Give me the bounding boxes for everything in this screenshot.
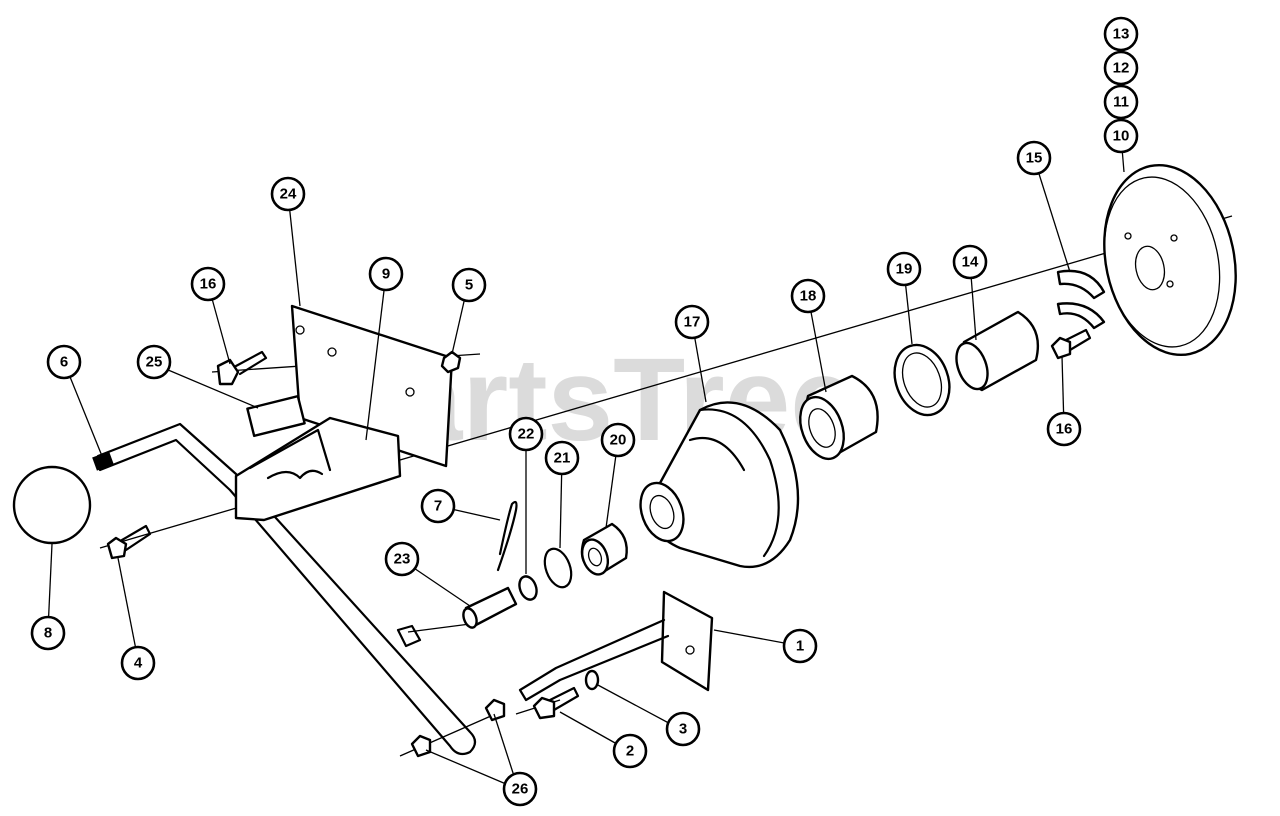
- callout-16-left: 16: [190, 266, 226, 302]
- sleeve-14: [955, 310, 1040, 392]
- bolt-2: [532, 686, 580, 720]
- svg-text:14: 14: [962, 254, 979, 271]
- svg-text:5: 5: [465, 277, 473, 294]
- svg-text:15: 15: [1026, 150, 1043, 167]
- shift-rod: [518, 590, 714, 702]
- svg-text:12: 12: [1113, 60, 1130, 77]
- callout-26: 26: [502, 771, 538, 807]
- shift-lever: [92, 422, 477, 756]
- shift-bracket: [234, 416, 402, 522]
- callout-10: 10: [1103, 118, 1139, 154]
- svg-text:16: 16: [200, 276, 217, 293]
- callout-11: 11: [1103, 84, 1139, 120]
- callout-13: 13: [1103, 16, 1139, 52]
- svg-text:21: 21: [554, 450, 571, 467]
- callout-16-right: 16: [1046, 411, 1082, 447]
- callout-15: 15: [1016, 140, 1052, 176]
- callout-2: 2: [612, 733, 648, 769]
- snap-ring-22: [518, 575, 538, 601]
- callout-17: 17: [674, 304, 710, 340]
- callout-23: 23: [384, 541, 420, 577]
- svg-text:23: 23: [394, 551, 411, 568]
- svg-text:1: 1: [796, 638, 804, 655]
- nuts-26: [410, 698, 506, 758]
- callout-19: 19: [886, 251, 922, 287]
- svg-text:3: 3: [679, 721, 687, 738]
- svg-text:20: 20: [610, 432, 627, 449]
- pulley: [1103, 163, 1237, 357]
- callout-22: 22: [508, 416, 544, 452]
- callout-14: 14: [952, 244, 988, 280]
- svg-text:19: 19: [896, 261, 913, 278]
- callout-6: 6: [46, 344, 82, 380]
- svg-text:9: 9: [382, 266, 390, 283]
- svg-text:10: 10: [1113, 128, 1130, 145]
- svg-text:6: 6: [60, 354, 68, 371]
- callout-21: 21: [544, 440, 580, 476]
- svg-text:8: 8: [44, 625, 52, 642]
- callout-24: 24: [270, 176, 306, 212]
- callout-18: 18: [790, 278, 826, 314]
- svg-text:2: 2: [626, 743, 634, 760]
- cotter-pin: [496, 500, 518, 572]
- callout-25: 25: [136, 344, 172, 380]
- callout-5: 5: [451, 267, 487, 303]
- drive-hub: [639, 401, 800, 569]
- roller-clutch: [799, 374, 879, 461]
- decal-label: [246, 394, 306, 438]
- knob: [12, 465, 92, 545]
- svg-text:25: 25: [146, 354, 163, 371]
- callout-12: 12: [1103, 50, 1139, 86]
- svg-text:18: 18: [800, 288, 817, 305]
- bolt-4: [106, 524, 152, 560]
- spacer-ring-19: [893, 343, 951, 417]
- bolt-left: [216, 350, 268, 386]
- svg-text:26: 26: [512, 781, 529, 798]
- bolt-right: [1050, 328, 1092, 360]
- callout-3: 3: [665, 711, 701, 747]
- svg-text:22: 22: [518, 426, 535, 443]
- svg-text:7: 7: [434, 498, 442, 515]
- callout-20: 20: [600, 422, 636, 458]
- callout-4: 4: [120, 645, 156, 681]
- retaining-ring-21: [543, 547, 573, 589]
- bearing-20: [580, 522, 628, 576]
- callout-1: 1: [782, 628, 818, 664]
- svg-text:24: 24: [280, 186, 297, 203]
- callout-8: 8: [30, 615, 66, 651]
- svg-text:4: 4: [134, 655, 143, 672]
- lock-washer-3: [584, 669, 600, 691]
- svg-text:17: 17: [684, 314, 701, 331]
- shift-clevis: [396, 586, 518, 648]
- svg-text:13: 13: [1113, 26, 1130, 43]
- svg-text:16: 16: [1056, 421, 1073, 438]
- callout-9: 9: [368, 256, 404, 292]
- keeper-plates: [1056, 269, 1106, 330]
- callout-7: 7: [420, 488, 456, 524]
- svg-text:11: 11: [1113, 94, 1129, 111]
